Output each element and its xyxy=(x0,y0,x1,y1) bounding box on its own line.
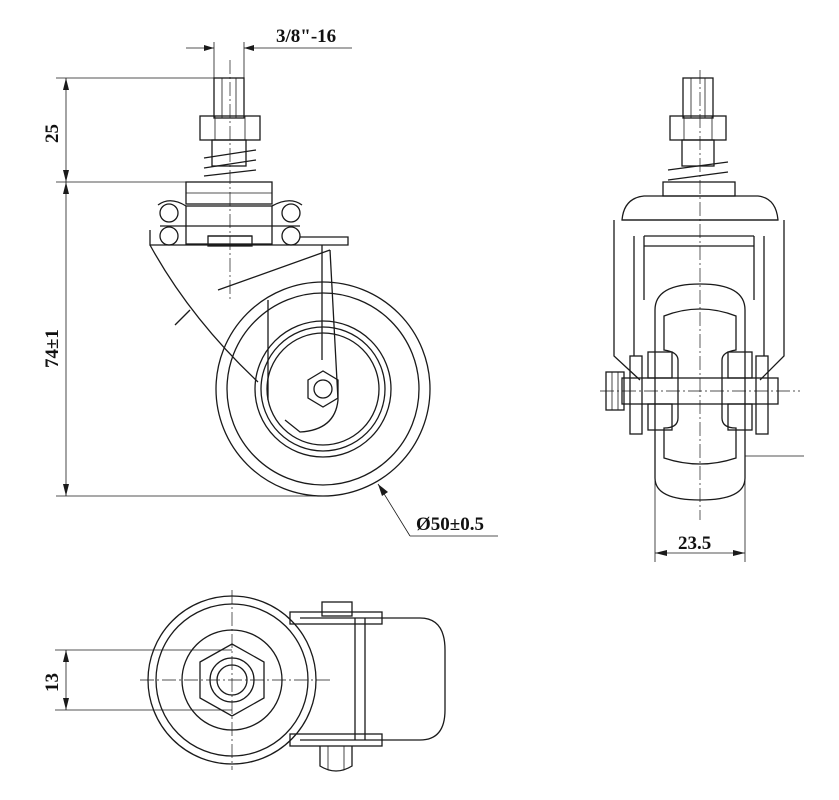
bottom-view xyxy=(140,590,446,772)
front-view xyxy=(600,70,804,520)
stem-height-label: 25 xyxy=(42,124,63,143)
side-view xyxy=(149,60,431,497)
thread-dimension-label: 3/8"-16 xyxy=(276,26,336,47)
offset-label: 13 xyxy=(42,673,63,692)
bottom-view-dimensions: 13 xyxy=(42,649,232,711)
front-view-dimensions: 23.5 xyxy=(654,480,746,562)
wheel-width-label: 23.5 xyxy=(678,533,711,554)
overall-height-label: 74±1 xyxy=(42,329,63,368)
wheel-diameter-label: Ø50±0.5 xyxy=(416,514,484,535)
side-view-dimensions: 3/8"-16 25 74±1 Ø50±0.5 xyxy=(42,26,498,537)
